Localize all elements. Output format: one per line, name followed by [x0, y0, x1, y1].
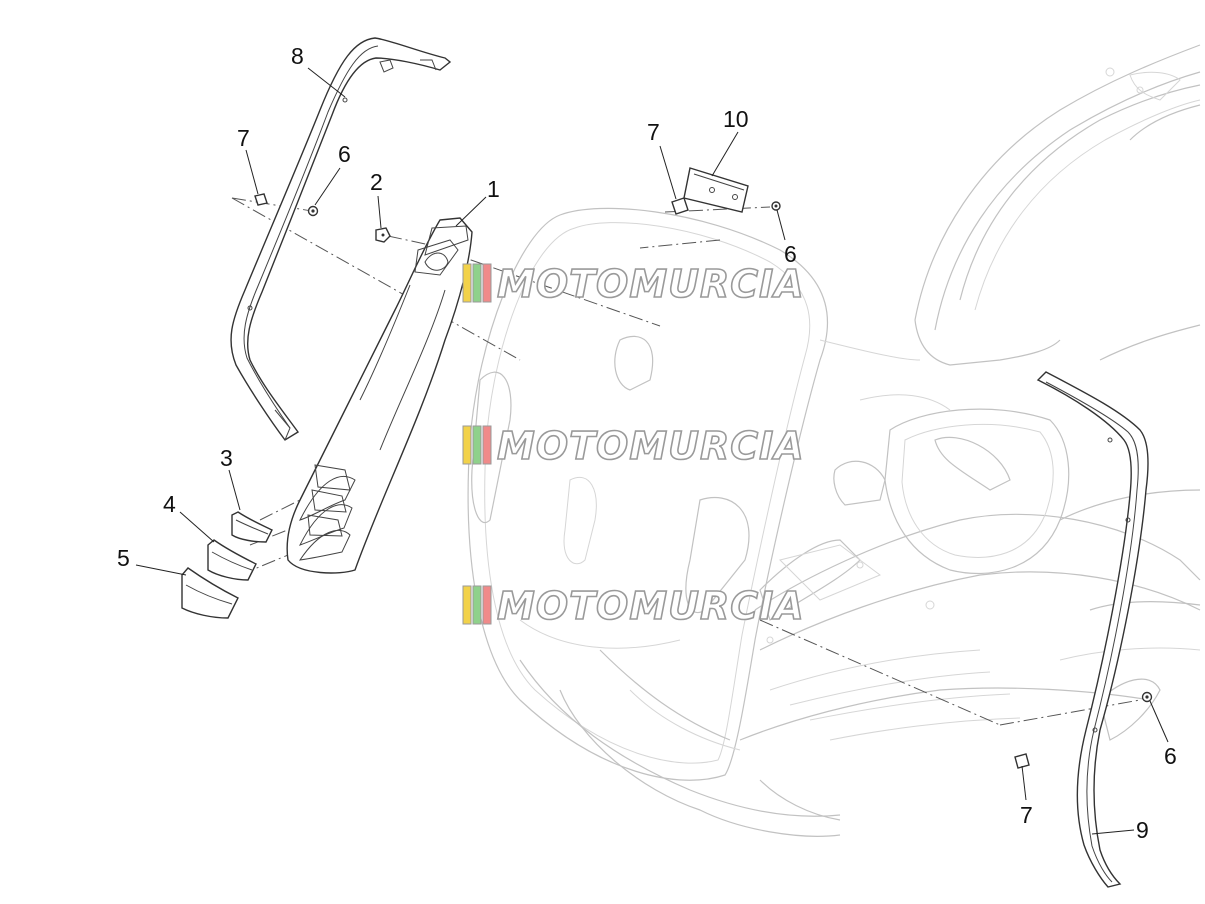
watermark-logo: MOTOMURCIA	[462, 261, 805, 307]
callout-labels: 8 7 6 2 1 3 4 5 7 10 6 6 7 9	[117, 43, 1177, 843]
badge-5	[181, 567, 239, 619]
screw-2	[375, 227, 391, 243]
watermark-stripe	[462, 263, 472, 303]
scooter-body-outline	[467, 44, 1201, 837]
callout-5: 5	[117, 545, 130, 571]
trim-strip-right	[1036, 371, 1149, 888]
callout-1: 1	[487, 176, 500, 202]
screw-6-top	[771, 201, 781, 211]
clip-nut-7-top	[671, 197, 689, 215]
callout-8: 8	[291, 43, 304, 69]
watermark-stripe	[482, 263, 492, 303]
watermark-stripe	[482, 425, 492, 465]
watermark-stripe	[472, 263, 482, 303]
watermark-stripe	[472, 585, 482, 625]
callout-6: 6	[784, 241, 797, 267]
callout-6: 6	[1164, 743, 1177, 769]
callout-6: 6	[338, 141, 351, 167]
watermark-logo: MOTOMURCIA	[462, 583, 805, 629]
watermark-logo: MOTOMURCIA	[462, 423, 805, 469]
callout-4: 4	[163, 491, 176, 517]
callout-7: 7	[647, 119, 660, 145]
callout-7: 7	[237, 125, 250, 151]
watermark-stripe	[472, 425, 482, 465]
callout-3: 3	[220, 445, 233, 471]
watermark-text: MOTOMURCIA	[497, 262, 805, 306]
watermark-text: MOTOMURCIA	[497, 424, 805, 468]
callout-10: 10	[723, 106, 749, 132]
watermark-text: MOTOMURCIA	[497, 584, 805, 628]
screw-6-right	[1141, 691, 1153, 703]
badge-4	[207, 539, 257, 581]
watermark-stripe	[482, 585, 492, 625]
leader-lines	[135, 67, 1169, 835]
screw-6-left	[307, 205, 319, 217]
trim-strip-left	[230, 37, 452, 441]
clip-nut-7-right	[1014, 753, 1030, 769]
bracket-10	[683, 167, 749, 213]
watermark-stripe	[462, 425, 472, 465]
horn-cover	[286, 217, 473, 574]
callout-9: 9	[1136, 817, 1149, 843]
callout-2: 2	[370, 169, 383, 195]
clip-nut-7-left	[254, 193, 268, 206]
callout-7: 7	[1020, 802, 1033, 828]
badge-3	[231, 511, 273, 543]
watermark-stripe	[462, 585, 472, 625]
